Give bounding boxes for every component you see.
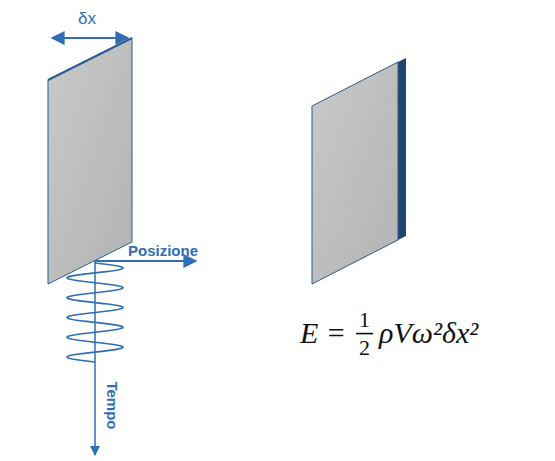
formula-denominator: 2: [359, 337, 370, 359]
formula-numerator: 1: [359, 309, 370, 331]
formula-part: ρVω²δx²: [379, 318, 478, 348]
formula-part: E =: [300, 318, 346, 348]
oscillation-wave: [67, 263, 123, 362]
thick-plate: [312, 62, 398, 284]
axis-label: Tempo: [105, 381, 120, 429]
thin-plate: [48, 38, 132, 284]
plate-side-edge: [398, 58, 406, 240]
plate-edge: [48, 38, 132, 80]
displacement-label: δx: [78, 10, 96, 27]
fraction-bar: [356, 333, 373, 335]
time-axis: [94, 261, 96, 455]
position-axis: [95, 260, 196, 262]
axis-label: Posizione: [128, 243, 198, 258]
displacement-arrow: [52, 37, 128, 39]
